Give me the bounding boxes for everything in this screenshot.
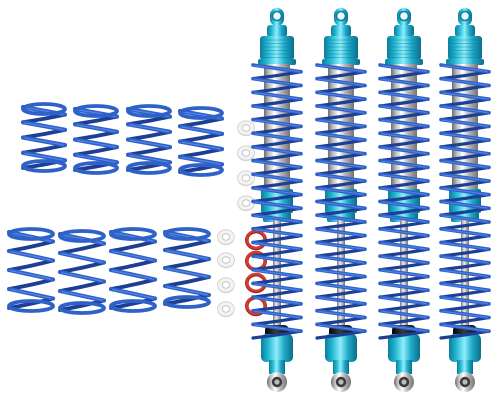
loose-spring: [125, 104, 173, 175]
loose-spring: [20, 102, 68, 173]
white-washer: [237, 195, 255, 212]
shock-absorber: [315, 8, 367, 392]
shock-absorber: [378, 8, 430, 392]
lower-cup: [449, 334, 481, 362]
piston-rod: [337, 220, 345, 332]
white-washer: [237, 120, 255, 137]
shock-absorbers-group: [251, 8, 491, 392]
white-washer: [217, 301, 235, 318]
white-washer: [217, 252, 235, 269]
shock-absorber: [439, 8, 491, 392]
piston-rod: [273, 220, 281, 332]
white-washer: [217, 229, 235, 246]
white-washer: [217, 277, 235, 294]
lower-cup: [325, 334, 357, 362]
loose-spring: [72, 104, 120, 175]
loose-spring: [57, 229, 107, 315]
loose-spring: [162, 227, 212, 309]
loose-spring: [108, 227, 158, 313]
lower-cup: [261, 334, 293, 362]
loose-spring: [6, 227, 56, 313]
loose-springs-group: [6, 102, 225, 315]
white-washer: [237, 145, 255, 162]
shock-absorber: [251, 8, 303, 392]
white-washer: [237, 170, 255, 187]
loose-spring: [177, 106, 225, 177]
piston-rod: [461, 220, 469, 332]
lower-cup: [388, 334, 420, 362]
piston-rod: [400, 220, 408, 332]
white-washers-group: [217, 120, 255, 318]
